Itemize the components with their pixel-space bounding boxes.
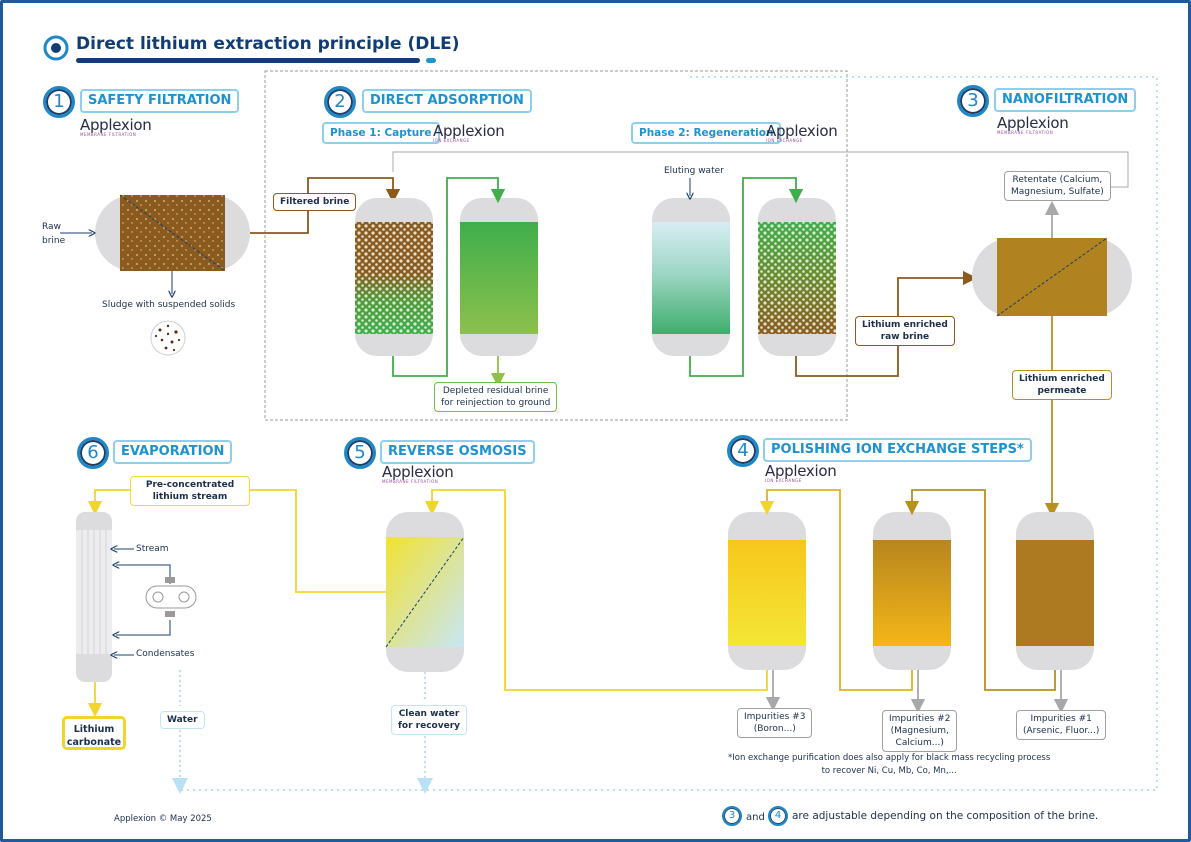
impurities-3-box: Impurities #3 (Boron...)	[737, 708, 813, 738]
logo-subtitle: MEMBRANE FILTRATION	[382, 479, 439, 484]
depleted-brine-line-1: Depleted residual brine	[442, 386, 549, 396]
mini-step-4-badge: 4	[768, 806, 788, 826]
footnote: *Ion exchange purification does also app…	[728, 752, 1050, 778]
lithium-raw-brine-box: Lithium enriched raw brine	[855, 316, 955, 346]
impurities-3-line-1: Impurities #3	[744, 712, 806, 722]
retentate-box: Retentate (Calcium, Magnesium, Sulfate)	[1004, 171, 1111, 201]
copyright: Applexion © May 2025	[114, 814, 212, 824]
logo-subtitle: ION EXCHANGE	[766, 138, 803, 143]
footnote-line-1: *Ion exchange purification does also app…	[728, 753, 1051, 763]
step-5-badge: 5	[344, 437, 376, 469]
impurities-2-box: Impurities #2 (Magnesium, Calcium...)	[882, 710, 958, 752]
mini-step-3-badge: 3	[722, 806, 742, 826]
clean-water-line-1: Clean water	[398, 709, 460, 719]
lithium-raw-brine-line-1: Lithium enriched	[862, 320, 948, 330]
logo-text: Applexion	[382, 463, 454, 481]
stream-label: Stream	[136, 544, 169, 554]
step-2-label: DIRECT ADSORPTION	[362, 89, 532, 113]
logo-subtitle: MEMBRANE FILTRATION	[997, 130, 1054, 135]
lithium-permeate-line-2: permeate	[1037, 386, 1087, 396]
impurities-1-line-2: (Arsenic, Fluor...)	[1023, 726, 1100, 736]
step-6-badge: 6	[77, 437, 109, 469]
preconcentrated-stream-box: Pre-concentrated lithium stream	[130, 476, 250, 506]
phase-capture-label: Phase 1: Capture	[322, 122, 440, 144]
raw-brine-label: brine	[42, 236, 66, 246]
impurities-3-line-2: (Boron...)	[753, 724, 796, 734]
phase-regeneration-label: Phase 2: Regeneration	[631, 122, 782, 144]
clean-water-box: Clean water for recovery	[391, 705, 468, 735]
step-3-label: NANOFILTRATION	[994, 88, 1137, 112]
lithium-permeate-box: Lithium enriched permeate	[1012, 370, 1112, 400]
impurities-1-line-1: Impurities #1	[1030, 714, 1092, 724]
eluting-water-label: Eluting water	[664, 166, 724, 176]
logo-text: Applexion	[765, 462, 837, 480]
lithium-raw-brine-line-2: raw brine	[880, 332, 930, 342]
page-title: Direct lithium extraction principle (DLE…	[76, 34, 460, 54]
water-box: Water	[160, 711, 205, 729]
logo-text: Applexion	[997, 114, 1069, 132]
and-label: and	[746, 812, 765, 823]
step-1-badge: 1	[43, 86, 75, 118]
impurities-2-line-3: Calcium...)	[895, 738, 944, 748]
preconcentrated-line-1: Pre-concentrated	[145, 480, 235, 490]
footnote-line-2: to recover Ni, Cu, Mb, Co, Mn,...	[821, 766, 957, 776]
impurities-1-box: Impurities #1 (Arsenic, Fluor...)	[1016, 710, 1107, 740]
logo-text: Applexion	[80, 116, 152, 134]
logo-subtitle: ION EXCHANGE	[765, 478, 802, 483]
logo-subtitle: MEMBRANE FILTRATION	[80, 132, 137, 137]
raw-brine-label: Raw	[42, 222, 61, 232]
adjustable-note: are adjustable depending on the composit…	[792, 810, 1099, 822]
step-5-label: REVERSE OSMOSIS	[380, 440, 535, 464]
preconcentrated-line-2: lithium stream	[152, 492, 228, 502]
depleted-brine-box: Depleted residual brine for reinjection …	[434, 382, 558, 412]
logo-text: Applexion	[433, 122, 505, 140]
retentate-line-2: Magnesium, Sulfate)	[1011, 187, 1104, 197]
lithium-permeate-line-1: Lithium enriched	[1019, 374, 1105, 384]
retentate-line-1: Retentate (Calcium,	[1012, 175, 1103, 185]
step-2-badge: 2	[324, 86, 356, 118]
logo-text: Applexion	[766, 122, 838, 140]
step-3-badge: 3	[957, 85, 989, 117]
step-4-badge: 4	[727, 435, 759, 467]
step-4-label: POLISHING ION EXCHANGE STEPS*	[763, 438, 1032, 462]
sludge-label: Sludge with suspended solids	[102, 300, 236, 310]
condensates-label: Condensates	[136, 649, 195, 659]
filtered-brine-box: Filtered brine	[273, 193, 357, 211]
clean-water-line-2: for recovery	[398, 721, 461, 731]
lithium-carbonate-line-1: Lithium	[73, 724, 115, 735]
impurities-2-line-2: (Magnesium,	[890, 726, 949, 736]
lithium-carbonate-box: Lithium carbonate	[62, 716, 126, 750]
impurities-2-line-1: Impurities #2	[889, 714, 951, 724]
step-1-label: SAFETY FILTRATION	[80, 89, 240, 113]
logo-subtitle: ION EXCHANGE	[433, 138, 470, 143]
depleted-brine-line-2: for reinjection to ground	[441, 398, 551, 408]
step-6-label: EVAPORATION	[113, 440, 233, 464]
lithium-carbonate-line-2: carbonate	[66, 737, 122, 748]
